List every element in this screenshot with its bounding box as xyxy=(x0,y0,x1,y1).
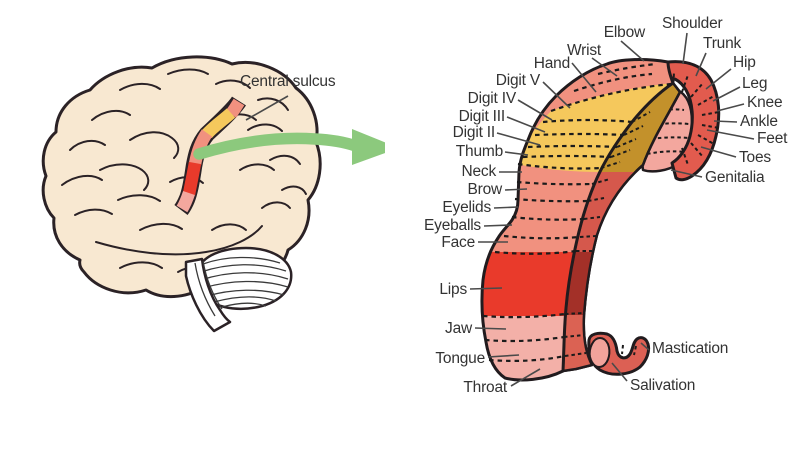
bottom-scroll-inner xyxy=(588,337,611,368)
label-wrist: Wrist xyxy=(567,42,602,59)
band-front-face-outline xyxy=(480,58,675,382)
label-hip: Hip xyxy=(733,54,756,71)
central-sulcus-pointer xyxy=(245,95,289,121)
label-feet: Feet xyxy=(757,130,788,147)
stripe-seg-arm xyxy=(225,98,245,118)
label-eyelids: Eyelids xyxy=(442,199,491,216)
zoom-arrow-icon xyxy=(193,129,399,165)
label-leg: Leg xyxy=(742,75,767,92)
label-toes: Toes xyxy=(739,149,771,166)
edge-strip-ticks xyxy=(563,111,651,357)
homunculus-panel: Elbow Wrist Hand Digit V Digit IV Digit … xyxy=(385,3,795,448)
label-mastication: Mastication xyxy=(652,340,728,357)
brain-panel: Central sulcus xyxy=(8,10,378,416)
labels-left: Elbow Wrist Hand Digit V Digit IV Digit … xyxy=(424,24,646,396)
label-eyeballs: Eyeballs xyxy=(424,217,481,234)
label-genitalia: Genitalia xyxy=(705,169,765,186)
label-neck: Neck xyxy=(461,163,496,180)
labels-right: Shoulder Trunk Hip Leg Knee Ankle Feet T… xyxy=(630,15,788,394)
label-thumb: Thumb xyxy=(456,143,503,160)
label-face: Face xyxy=(441,234,475,251)
lateral-fissure xyxy=(95,225,263,256)
label-ankle: Ankle xyxy=(740,113,778,130)
bottom-scroll-ticks xyxy=(621,344,637,356)
region-hand-digits xyxy=(516,83,673,172)
hook-rim xyxy=(662,60,721,182)
label-hand: Hand xyxy=(534,55,570,72)
label-trunk: Trunk xyxy=(703,35,741,52)
label-shoulder: Shoulder xyxy=(662,15,722,32)
label-tongue: Tongue xyxy=(435,350,485,367)
stripe-seg-hand xyxy=(202,108,236,139)
label-brow: Brow xyxy=(467,181,503,198)
label-central-sulcus: Central sulcus xyxy=(240,73,336,90)
cerebellum xyxy=(196,246,293,311)
stripe-seg-throat xyxy=(176,191,195,213)
label-jaw: Jaw xyxy=(445,320,473,337)
pointer-lines xyxy=(469,32,755,387)
label-salivation: Salivation xyxy=(630,377,695,394)
label-throat: Throat xyxy=(463,379,507,396)
label-digit-ii: Digit II xyxy=(453,124,495,141)
stripe-seg-lips xyxy=(182,161,202,196)
label-digit-iv: Digit IV xyxy=(468,90,517,107)
face-region-rows xyxy=(482,62,672,362)
gyri-lines xyxy=(61,68,307,273)
brainstem xyxy=(184,257,232,333)
label-digit-iii: Digit III xyxy=(459,108,505,125)
label-digit-v: Digit V xyxy=(496,72,541,89)
label-elbow: Elbow xyxy=(604,24,646,41)
label-knee: Knee xyxy=(747,94,782,111)
label-lips: Lips xyxy=(439,281,467,298)
